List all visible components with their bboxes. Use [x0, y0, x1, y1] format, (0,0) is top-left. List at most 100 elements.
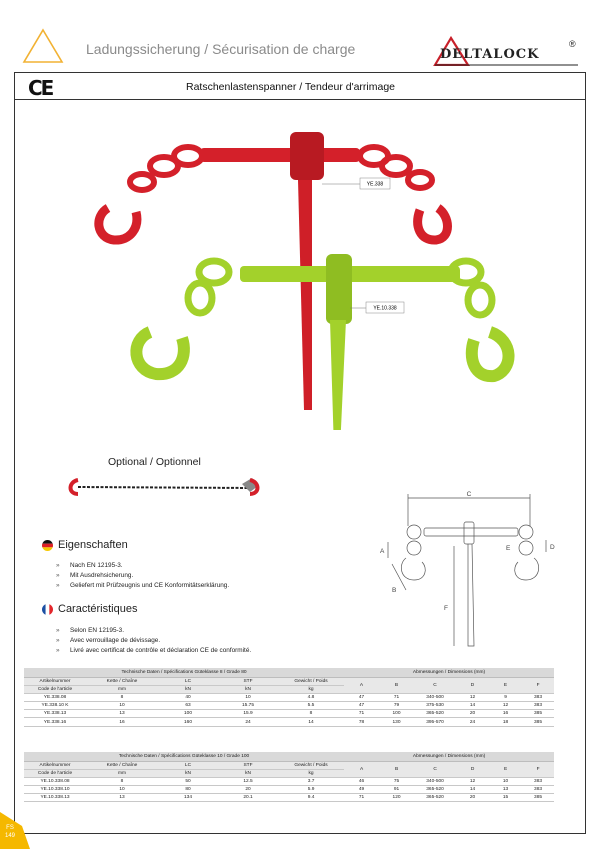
table-cell: 16 [489, 709, 523, 719]
table-cell: 385 [522, 717, 555, 727]
page-corner-label: FS 149 [3, 824, 17, 840]
table-cell: 8 [86, 777, 158, 787]
table-cell: 18 [489, 717, 523, 727]
page-section: FS [6, 825, 14, 831]
table-cell: 340-500 [414, 693, 457, 703]
spec-header: Technische Daten / Spécifications Gütekl… [24, 668, 345, 678]
table-cell: 46 [344, 777, 380, 787]
warning-triangle-icon [22, 28, 64, 63]
table-cell: YE.338.10 K [24, 701, 86, 711]
table-cell: 15.9 [218, 709, 278, 719]
col-label: STF [218, 761, 278, 770]
table-cell: 383 [522, 777, 555, 787]
list-item: Selon EN 12195-3. [56, 626, 251, 636]
eigenschaften-list: Nach EN 12195-3. Mit Ausdrehsicherung. G… [56, 561, 229, 591]
col-label: Artikelnummer [24, 677, 86, 686]
table-cell: 71 [344, 793, 380, 803]
table-cell: 375-530 [414, 701, 457, 711]
dim-label-a: A [380, 548, 385, 555]
dim-label: E [489, 761, 523, 778]
list-item: Avec verrouillage de dévissage. [56, 636, 251, 646]
dim-header: Abmessungen / Dimensions (mm) [344, 668, 555, 678]
dim-label-c: C [467, 491, 472, 498]
table-cell: 75 [379, 777, 415, 787]
page-corner-shape [0, 812, 30, 849]
table-cell: 365-520 [414, 709, 457, 719]
page-title: Ratschenlastenspanner / Tendeur d'arrima… [186, 81, 396, 93]
dimension-diagram: C A D E B F [380, 491, 555, 647]
col-label: Artikelnummer [24, 761, 86, 770]
list-item: Mit Ausdrehsicherung. [56, 571, 229, 581]
table-cell: 8 [86, 693, 158, 703]
optional-label: Optional / Optionnel [108, 456, 201, 468]
table-cell: 15.75 [218, 701, 278, 711]
dim-label: D [456, 677, 490, 694]
table-cell: 20 [456, 793, 490, 803]
table-cell: 63 [158, 701, 218, 711]
caracteristiques-list: Selon EN 12195-3. Avec verrouillage de d… [56, 626, 251, 656]
table-cell: 134 [158, 793, 218, 803]
dim-label-b: B [392, 587, 396, 594]
product-illustration: YE.338 YE.10.338 [94, 132, 515, 430]
brand-registered-mark: ® [569, 39, 576, 49]
table-cell: 383 [522, 693, 555, 703]
table-cell: 3.7 [278, 777, 345, 787]
dim-label: B [379, 677, 415, 694]
table-cell: 10 [86, 701, 158, 711]
table-cell: 47 [344, 693, 380, 703]
table-cell: 12 [489, 701, 523, 711]
table-cell: 5.9 [278, 785, 345, 795]
header-title: Ladungssicherung / Sécurisation de charg… [86, 41, 356, 57]
dim-label: A [344, 677, 380, 694]
table-cell: 8 [278, 709, 345, 719]
table-cell: 12 [456, 693, 490, 703]
table-cell: 365-520 [414, 793, 457, 803]
dim-label: C [414, 677, 457, 694]
callout-green-label: YE.10.338 [373, 306, 397, 312]
list-item: Geliefert mit Prüfzeugnis und CE Konform… [56, 581, 229, 591]
dim-label: C [414, 761, 457, 778]
table-cell: 120 [379, 793, 415, 803]
table-cell: 80 [158, 785, 218, 795]
table-cell: 10 [489, 777, 523, 787]
green-load-binder [130, 254, 515, 430]
table-cell: 14 [456, 701, 490, 711]
col-label: Kette / Chaîne [86, 677, 158, 686]
table-cell: 383 [522, 701, 555, 711]
table-cell: 24 [218, 717, 278, 727]
spec-table-grade100: Technische Daten / Spécifications Gütekl… [24, 752, 555, 803]
dim-label: B [379, 761, 415, 778]
table-cell: 20 [456, 709, 490, 719]
table-cell: 385 [522, 709, 555, 719]
table-cell: 12 [456, 777, 490, 787]
col-label: Gewicht / Poids [278, 677, 345, 686]
dim-label: E [489, 677, 523, 694]
caracteristiques-heading: Caractéristiques [58, 603, 138, 615]
callout-red: YE.338 [322, 177, 391, 190]
col-label: LC [158, 761, 218, 770]
dim-label-e: E [506, 545, 511, 552]
table-cell: 71 [379, 693, 415, 703]
col-label: LC [158, 677, 218, 686]
table-cell: 20 [218, 785, 278, 795]
table-cell: 50 [158, 777, 218, 787]
page-number: 149 [4, 833, 15, 839]
table-cell: 10 [218, 693, 278, 703]
table-cell: 365-520 [414, 785, 457, 795]
table-cell: YE.10.338.08 [24, 777, 86, 787]
table-cell: 79 [379, 701, 415, 711]
table-cell: YE.338.08 [24, 693, 86, 703]
table-cell: 49 [344, 785, 380, 795]
table-cell: 385 [522, 793, 555, 803]
dim-label: F [522, 677, 555, 694]
table-cell: 13 [86, 793, 158, 803]
col-label-fr: kN [158, 769, 218, 778]
